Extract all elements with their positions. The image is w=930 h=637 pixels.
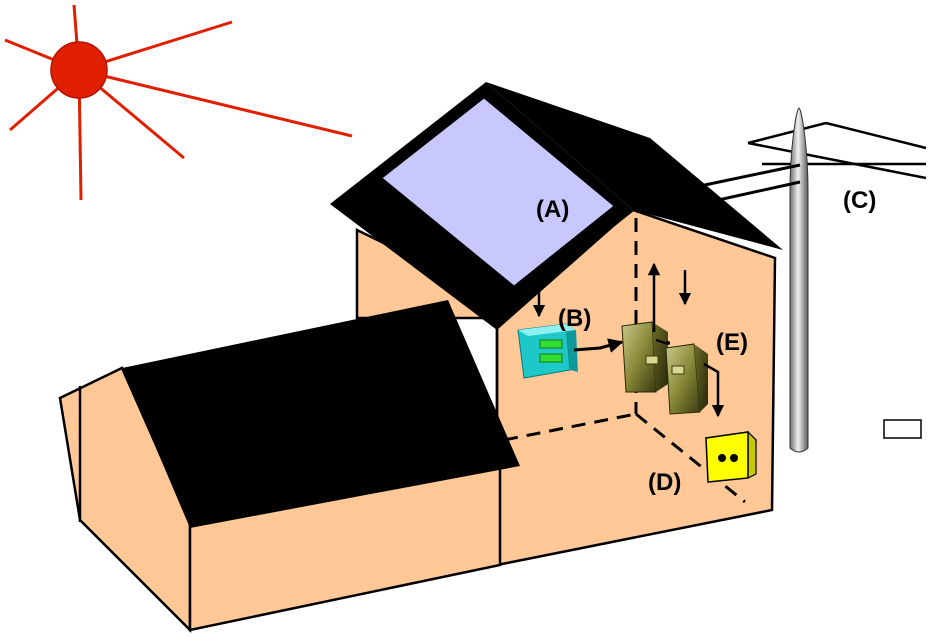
electricity-meter-icon [621,321,708,415]
solar-panel-icon [381,97,615,287]
label-d: (D) [648,469,681,496]
label-b: (B) [558,305,591,332]
label-c: (C) [843,187,876,214]
small-empty-box [883,419,922,439]
label-e: (E) [716,329,748,356]
label-a: (A) [536,196,569,223]
house-front-wing [58,300,520,634]
utility-pole-icon [699,107,927,453]
wire-meter-to-meter [655,339,669,345]
inverter-icon [517,323,578,379]
power-outlet-icon [704,430,758,483]
arrow-inverter-to-meter [573,338,624,353]
front-roof [122,300,520,528]
sun-icon [4,4,353,201]
arrow-meter-to-outlet [703,362,725,418]
